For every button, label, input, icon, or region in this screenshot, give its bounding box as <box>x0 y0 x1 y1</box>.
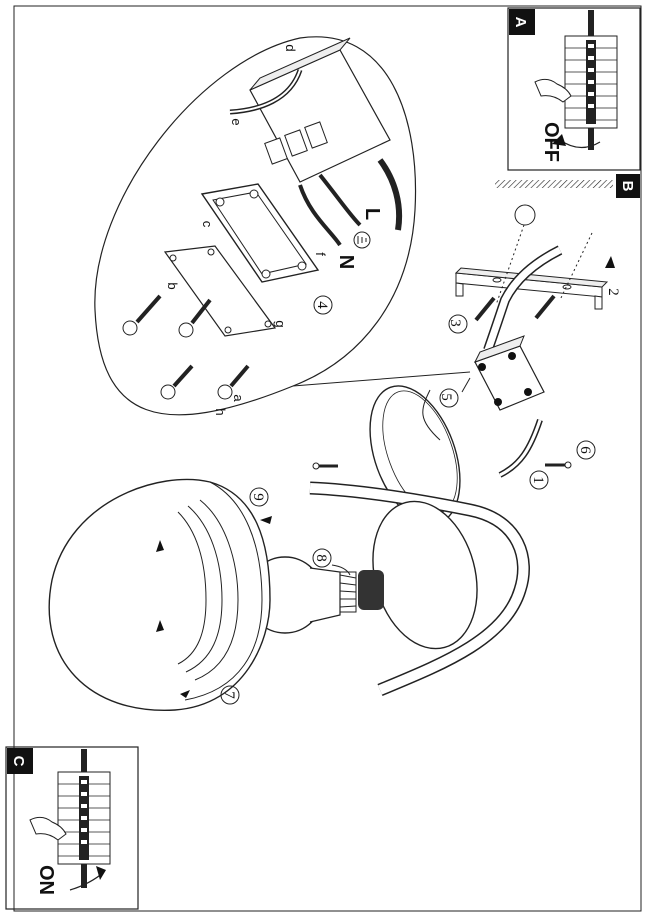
neutral-label: N <box>335 255 357 269</box>
step-6: 6 <box>577 446 593 454</box>
step-3: 3 <box>447 319 463 327</box>
part-c: c <box>200 221 215 228</box>
socket <box>358 570 384 610</box>
ceiling-hatch <box>495 180 613 188</box>
part-d: d <box>283 44 298 51</box>
panel-b-tag: B <box>619 181 636 192</box>
hand-icon <box>534 78 572 103</box>
glass-shade <box>48 478 271 711</box>
breaker-strip-icon <box>57 749 111 888</box>
part-h: h <box>213 408 228 415</box>
panel-a: A OFF <box>507 7 641 171</box>
panel-c-badge <box>7 748 33 774</box>
step-2: 2 <box>605 288 621 296</box>
step-9: 9 <box>250 493 266 501</box>
screw-icon <box>474 294 556 322</box>
step-7: 7 <box>221 691 237 699</box>
panel-c: C ON <box>5 746 139 910</box>
small-screw-icon <box>312 461 572 470</box>
panel-a-badge <box>509 9 535 35</box>
part-f: f <box>313 252 328 256</box>
off-label: OFF <box>540 122 562 162</box>
cable-out <box>377 158 403 231</box>
page-frame <box>13 5 642 912</box>
panel-b: B 3 2 5 <box>438 174 640 411</box>
part-g: g <box>273 320 288 327</box>
part-b: b <box>165 282 180 289</box>
screw-icon <box>122 294 250 400</box>
live-label: L <box>361 208 383 220</box>
step-5: 5 <box>438 393 454 401</box>
wire-neutral <box>298 184 342 247</box>
gasket-frame <box>200 183 320 283</box>
step-4: 4 <box>314 301 330 309</box>
mounting-bracket <box>454 267 609 310</box>
connector-housing <box>249 37 391 183</box>
panel-b-badge <box>616 174 640 198</box>
panel-a-tag: A <box>512 17 529 28</box>
step-1: 1 <box>530 476 546 484</box>
breaker-strip-icon <box>564 10 618 150</box>
wiring-detail-bubble: L N 4 a b c d e f g h <box>94 36 471 416</box>
wire-live <box>318 173 362 227</box>
terminal-box <box>473 335 545 411</box>
on-label: ON <box>35 865 57 895</box>
wall-plug-icon <box>514 204 536 226</box>
step-8: 8 <box>313 554 329 562</box>
part-a: a <box>231 394 246 402</box>
hand-icon <box>29 816 67 841</box>
panel-c-tag: C <box>10 756 27 767</box>
fixture-assembly: 6 1 8 9 7 <box>48 385 596 711</box>
part-e: e <box>229 118 244 125</box>
